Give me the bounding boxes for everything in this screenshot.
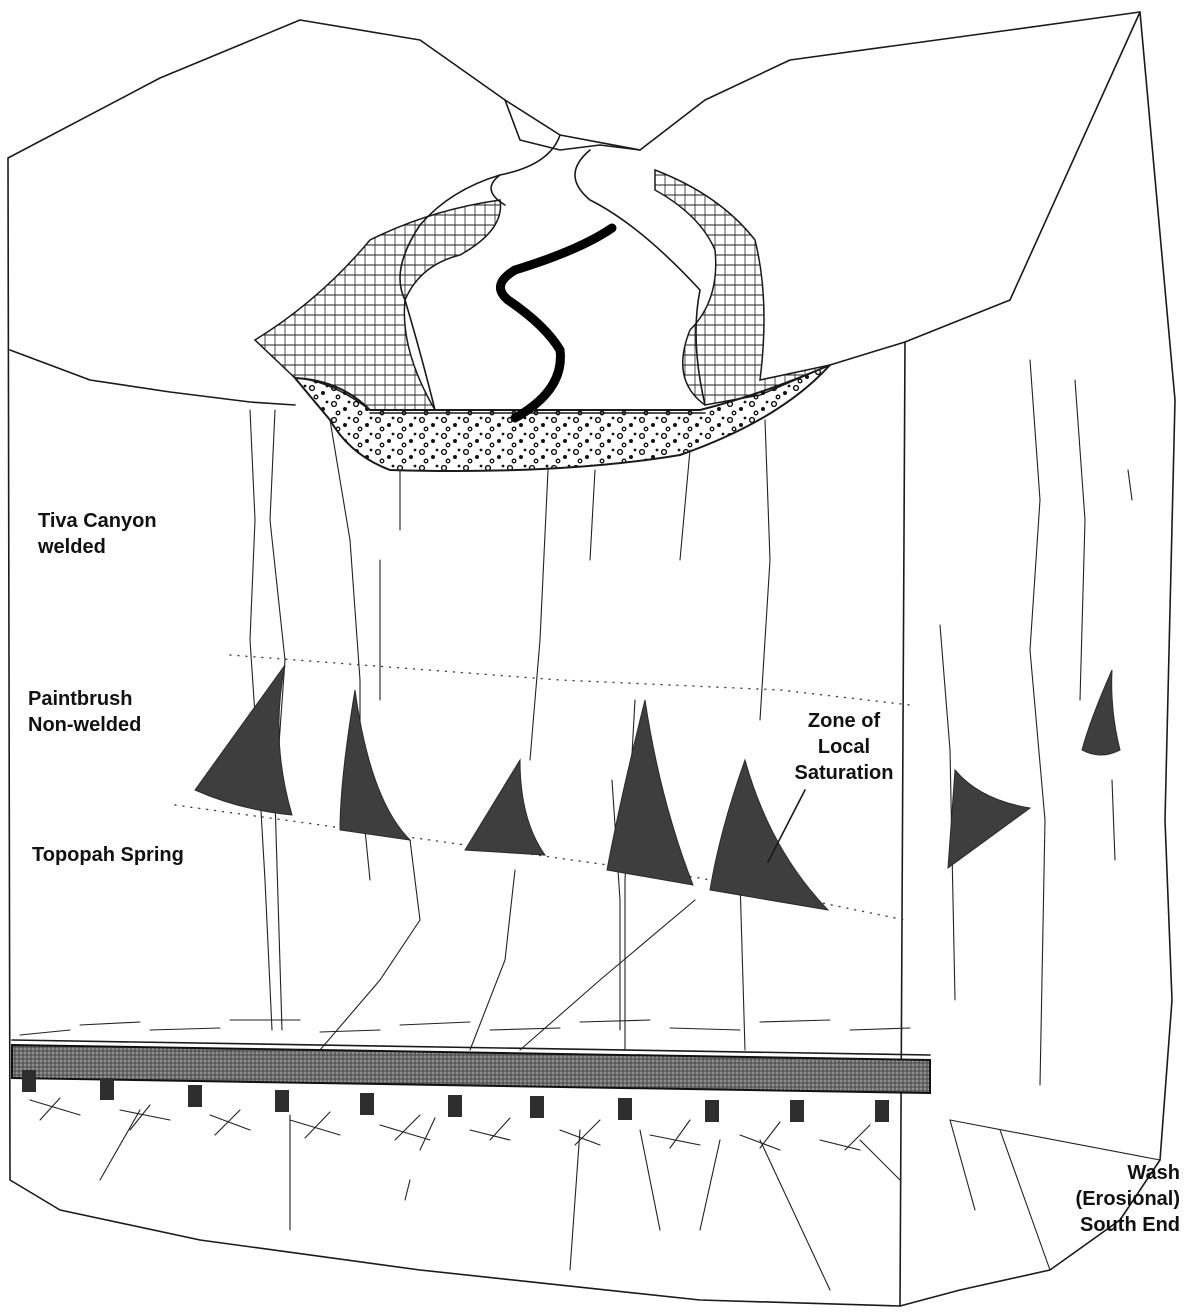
label-wash-line3: South End xyxy=(1040,1212,1180,1238)
block-outline xyxy=(8,12,1175,1306)
label-zone-line3: Saturation xyxy=(784,760,904,786)
label-wash-line1: Wash xyxy=(1040,1160,1180,1186)
saturation-zones xyxy=(195,665,1120,910)
fracture-lines xyxy=(250,360,1132,1085)
label-tiva-canyon: Tiva Canyon welded xyxy=(38,508,157,560)
label-paintbrush-line2: Non-welded xyxy=(28,712,141,738)
label-wash: Wash (Erosional) South End xyxy=(1040,1160,1180,1238)
label-wash-line2: (Erosional) xyxy=(1040,1186,1180,1212)
label-paintbrush: Paintbrush Non-welded xyxy=(28,686,141,738)
label-paintbrush-line1: Paintbrush xyxy=(28,686,141,712)
label-tiva-canyon-line2: welded xyxy=(38,534,157,560)
label-zone-of-local-saturation: Zone of Local Saturation xyxy=(784,708,904,786)
right-front-edge xyxy=(900,342,905,1306)
label-zone-line1: Zone of xyxy=(784,708,904,734)
canyon-rim xyxy=(491,100,640,205)
canyon-wall-left xyxy=(255,200,501,410)
paintbrush-horizon-top xyxy=(230,655,910,705)
lower-fractures xyxy=(100,1110,1160,1290)
label-tiva-canyon-line1: Tiva Canyon xyxy=(38,508,157,534)
canyon-wall-right xyxy=(655,170,830,405)
zone-leader-line xyxy=(768,790,805,862)
label-topopah-spring: Topopah Spring xyxy=(32,842,184,868)
top-surface-edge xyxy=(10,12,1140,405)
label-zone-line2: Local xyxy=(784,734,904,760)
label-topopah-spring-text: Topopah Spring xyxy=(32,842,184,868)
stream xyxy=(500,228,612,418)
